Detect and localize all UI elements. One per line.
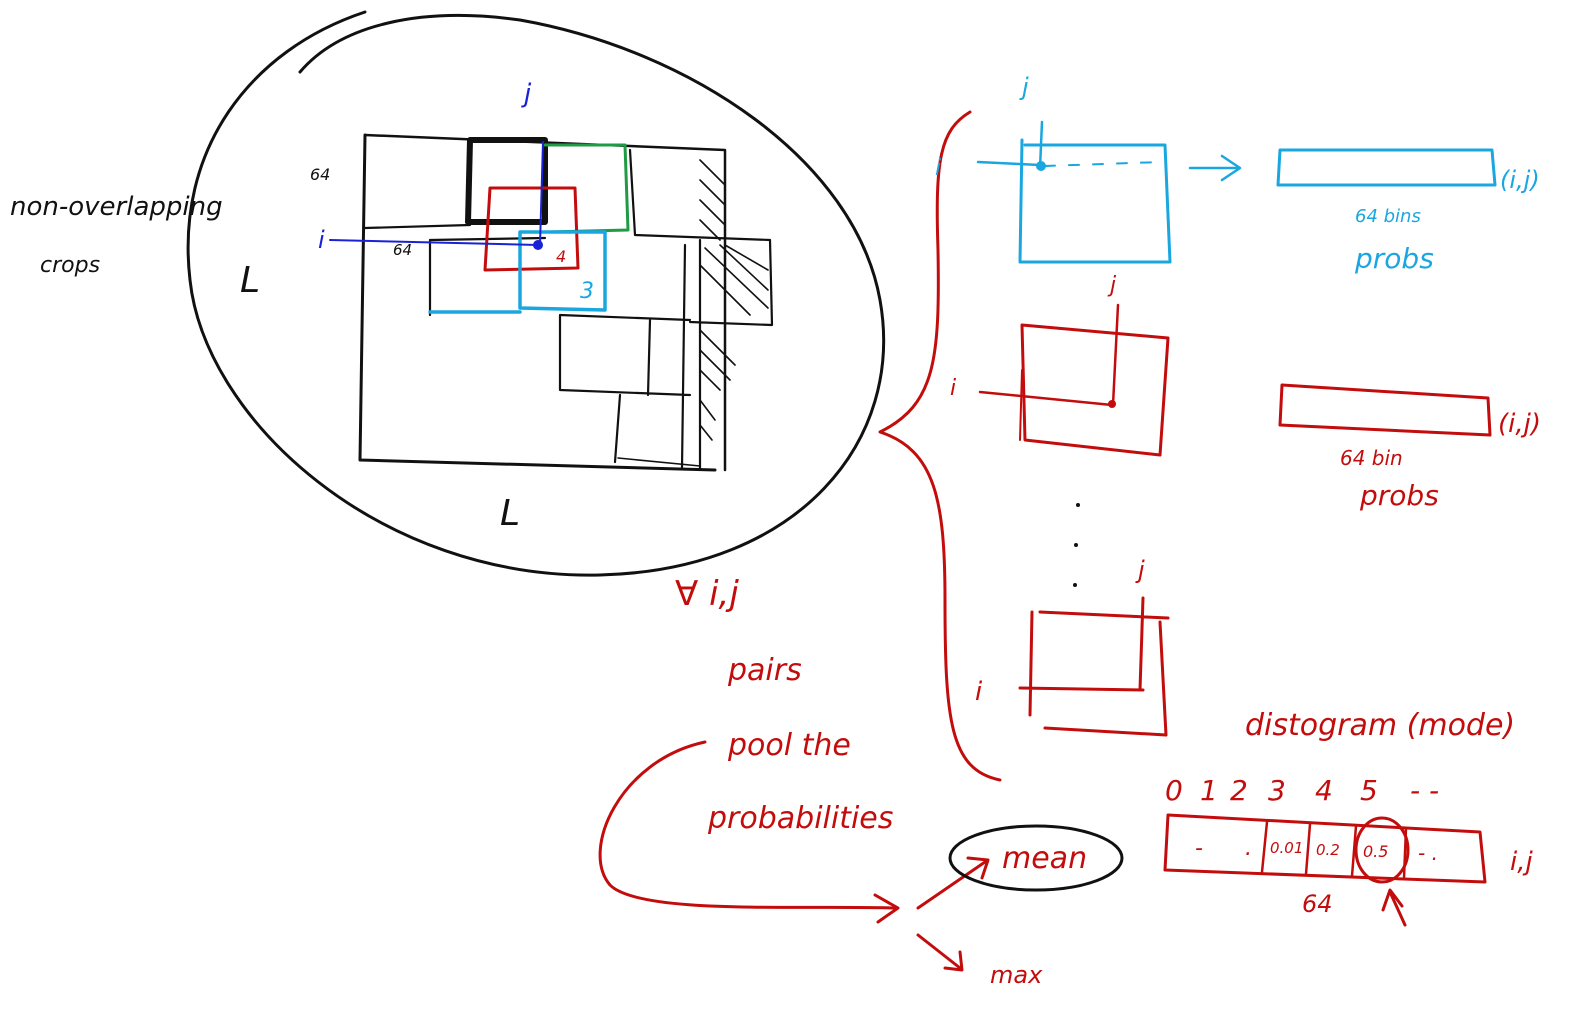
forall-label: ∀ i,j [675,574,739,614]
crop-hatching [617,159,769,467]
distogram-cell: 0.01 [1270,839,1303,857]
red-pair-label: (i,j) [1498,409,1541,439]
red-pair-point [1108,400,1116,408]
crop-red [483,186,580,272]
crop-cyan [428,230,607,314]
third-index-i: i [975,677,983,707]
matrix-outline [358,133,717,472]
cyan-bin-bar [1276,148,1497,187]
cyan-caption-1: 64 bins [1355,206,1421,227]
cyan-pair-label: (i,j) [1500,166,1540,194]
distogram-cell: 0.5 [1363,842,1388,861]
distogram-cell: - . [1418,841,1438,865]
red-caption-2: probs [1359,479,1439,512]
cyan-j-line [1038,120,1044,170]
red-i-line [978,390,1114,407]
mean-selected-ring [948,824,1124,892]
red-index-i: i [950,376,956,401]
index-i-line [329,239,539,246]
bin-index: 2 [1230,774,1248,807]
distogram: distogram (mode) 0 1 2 3 4 5 - - - . 0.0… [1163,708,1533,927]
cyan-i-dash [1044,161,1161,167]
curly-brace [878,110,1002,782]
third-crop-rect [1018,596,1170,737]
bin-indices: 0 1 2 3 4 5 - - [1165,774,1439,807]
distogram-dividers [1260,820,1408,880]
pair-point [533,240,543,250]
caption-line-2: crops [40,253,100,278]
cyan-i-line [976,160,1042,167]
ellipsis-dots [1073,503,1080,587]
distogram-pair-label: i,j [1510,847,1533,877]
max-label: max [990,961,1043,989]
distogram-cell: 0.2 [1316,841,1340,859]
crop-3-label: 3 [580,279,594,304]
bin-index: 5 [1360,774,1378,807]
red-index-j: j [1107,273,1117,298]
red-block: i j (i,j) 64 bin probs [950,273,1541,512]
cyan-index-j: j [1019,73,1029,101]
pool-note: ∀ i,j pairs pool the probabilities mean … [598,574,1124,989]
probabilities-label: probabilities [707,801,893,836]
mean-label: mean [1002,841,1087,876]
max-branch-arrow [916,933,964,972]
cyan-pair-point [1036,161,1046,171]
red-bin-bar [1278,383,1492,437]
distogram-cell: - [1195,836,1203,861]
distogram-title: distogram (mode) [1245,708,1515,743]
pool-curve-arrow [598,740,900,924]
cyan-arrow [1188,154,1242,182]
cyan-block: i j (i,j) 64 bins probs [935,73,1540,275]
mode-circle [1354,816,1410,884]
caption-line-1: non-overlapping [10,192,223,222]
outer-ellipse [186,10,886,577]
crop-4-label: 4 [556,247,566,266]
distogram-bar [1163,813,1487,884]
pool-the-label: pool the [727,728,851,763]
bin-index: 3 [1268,774,1286,807]
index-j-line [539,141,544,246]
third-block: i j [975,556,1170,737]
matrix-height-label: L [240,260,260,301]
cyan-crop-rect [1018,138,1172,264]
red-crop-corner [1019,369,1023,441]
third-index-j: j [1135,556,1145,584]
bin-count-label: 64 [1302,890,1333,918]
distogram-cell: . [1245,836,1252,861]
bin-index: 4 [1315,774,1333,807]
bin-index: 0 [1165,774,1183,807]
pairs-label: pairs [727,653,802,688]
red-caption-1: 64 bin [1340,446,1403,470]
mean-branch-arrow [916,856,990,910]
crop-black [465,137,548,225]
bin-index: 1 [1200,774,1218,807]
index-j-label: j [521,79,532,109]
cyan-caption-2: probs [1354,242,1434,275]
crop-size-mid-label: 64 [393,241,412,259]
bin-index: - - [1410,774,1439,807]
red-crop-rect [1020,323,1170,457]
distogram-cells: - . 0.01 0.2 0.5 - . [1195,836,1438,865]
red-j-line [1111,303,1120,407]
mode-arrow [1381,888,1407,927]
cyan-index-i: i [935,156,941,181]
crop-map-group: i j 64 64 4 3 L L non-overlapping crops [10,10,886,577]
matrix-width-label: L [500,493,520,534]
index-i-label: i [318,226,325,254]
crop-size-top-label: 64 [310,165,330,184]
